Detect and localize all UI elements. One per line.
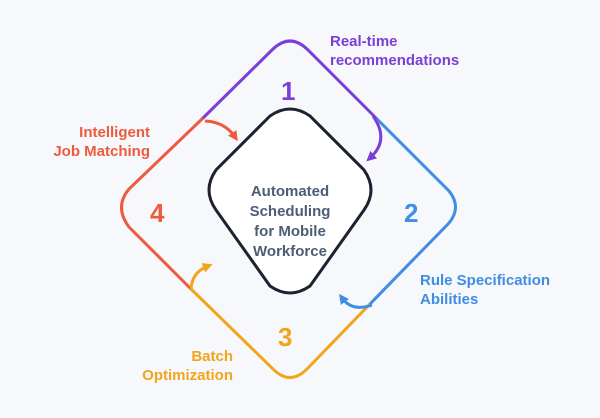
center-title: Automated Scheduling for Mobile Workforc… (201, 172, 379, 272)
step-2-label-line: Abilities (420, 291, 479, 308)
arrow-yellow (189, 263, 213, 290)
diamond-side-purple (200, 39, 379, 121)
arrow-purple (366, 115, 383, 162)
center-title-line: Workforce (253, 243, 327, 260)
step-3-label-line: Optimization (142, 367, 233, 384)
step-4-label: Intelligent Job Matching (30, 123, 150, 161)
step-3-number: 3 (278, 322, 293, 352)
step-4-label-line: Intelligent (79, 124, 150, 141)
step-3-label-line: Batch (191, 348, 233, 365)
arrow-red (204, 119, 238, 142)
step-1-label: Real-time recommendations (330, 32, 459, 70)
step-1-label-line: Real-time (330, 33, 398, 50)
diamond-side-yellow (188, 286, 371, 379)
center-title-line: for Mobile (254, 223, 326, 240)
center-diamond (207, 107, 373, 295)
step-2-label-line: Rule Specification (420, 272, 551, 289)
arrow-blue (339, 293, 373, 309)
step-2-label: Rule Specification Abilities (420, 271, 550, 309)
step-2-number: 2 (404, 198, 419, 228)
step-1-label-line: recommendations (330, 52, 460, 69)
center-title-line: Scheduling (249, 203, 331, 220)
diamond-side-red (120, 117, 204, 290)
step-1-number: 1 (281, 76, 296, 106)
step-4-number: 4 (150, 198, 165, 228)
center-title-line: Automated (250, 183, 330, 200)
step-4-label-line: Job Matching (53, 143, 150, 160)
step-3-label: Batch Optimization (115, 347, 233, 385)
diamond-side-blue (367, 117, 457, 307)
